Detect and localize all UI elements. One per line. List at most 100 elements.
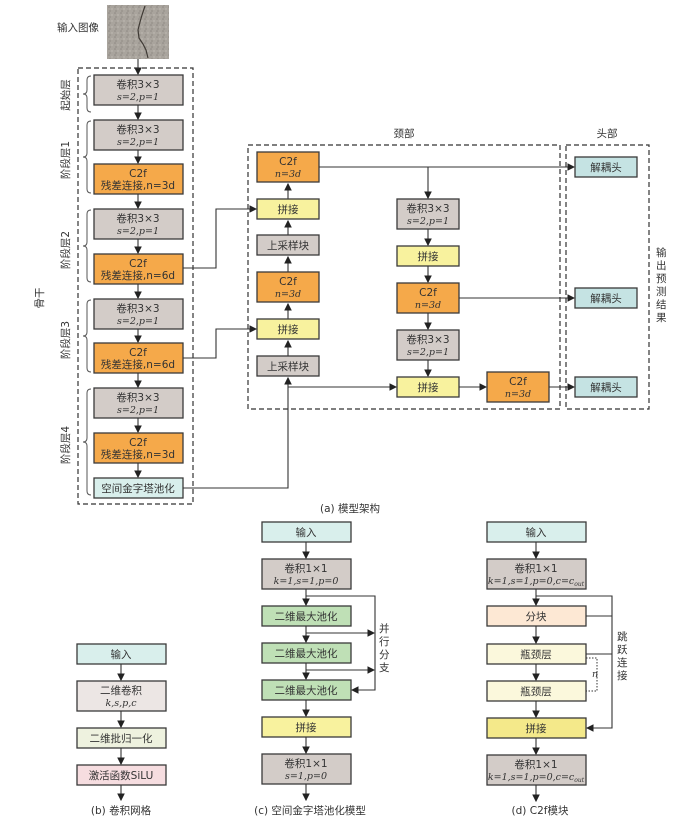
svg-text:解耦头: 解耦头 [590,161,622,174]
neck-concat-2: 拼接 [256,318,320,340]
svg-text:卷积1×1: 卷积1×1 [514,562,557,575]
svg-text:拼接: 拼接 [418,381,439,394]
sppf-maxpool-1: 二维最大池化 [261,605,352,627]
sppf-maxpool-3: 二维最大池化 [261,679,352,701]
svg-text:卷积1×1: 卷积1×1 [284,562,327,575]
sppf-maxpool-2: 二维最大池化 [261,642,352,664]
svg-text:瓶颈层: 瓶颈层 [520,648,552,661]
svg-text:拼接: 拼接 [418,250,439,263]
svg-text:s=2,p=1: s=2,p=1 [117,405,159,416]
backbone-block-c2f-3: C2f 残差连接,n=6d [93,342,184,374]
input-image-label: 输入图像 [57,21,99,34]
repeat-n-label: n [592,669,598,680]
svg-text:k,s,p,c: k,s,p,c [105,698,137,709]
svg-text:s=1,p=0: s=1,p=0 [285,771,327,782]
neck-concat-3: 拼接 [396,245,460,267]
svg-text:s=2,p=1: s=2,p=1 [117,137,159,148]
svg-text:n=3d: n=3d [415,300,441,311]
stage-label-2: 阶段层2 [59,231,72,269]
svg-text:C2f: C2f [509,376,527,388]
neck-c2f-mid: C2f n=3d [256,271,320,303]
svg-text:s=2,p=1: s=2,p=1 [117,316,159,327]
svg-text:拼接: 拼接 [278,323,299,336]
conv-batchnorm: 二维批归一化 [76,727,167,749]
backbone-block-sppf: 空间金字塔池化 [93,477,184,499]
svg-text:残差连接,n=6d: 残差连接,n=6d [101,269,175,282]
svg-text:拼接: 拼接 [526,722,547,735]
stage-label-1: 阶段层1 [59,141,72,179]
neck-concat-4: 拼接 [396,376,460,398]
backbone-title: 骨干 [34,288,46,309]
svg-text:C2f: C2f [419,287,437,299]
svg-text:拼接: 拼接 [296,721,317,734]
svg-text:残差连接,n=3d: 残差连接,n=3d [101,448,175,461]
neck-c2f-bottom: C2f n=3d [486,371,550,403]
svg-text:激活函数SiLU: 激活函数SiLU [89,769,154,782]
neck-container [247,144,561,410]
svg-text:分块: 分块 [526,611,547,623]
head-container [565,144,650,410]
caption-b: (b) 卷积网格 [91,804,152,817]
svg-text:二维最大池化: 二维最大池化 [275,684,338,697]
neck-c2f-right: C2f n=3d [396,282,460,314]
head-decoupled-3: 解耦头 [574,376,638,398]
sppf-conv1: 卷积1×1 k=1,s=1,p=0 [261,558,352,590]
svg-text:n=3d: n=3d [275,289,301,300]
svg-text:残差连接,n=3d: 残差连接,n=3d [101,179,175,192]
svg-text:s=2,p=1: s=2,p=1 [407,216,449,227]
svg-text:n=3d: n=3d [275,169,301,180]
svg-text:解耦头: 解耦头 [590,292,622,305]
svg-text:卷积1×1: 卷积1×1 [514,758,557,771]
sppf-concat: 拼接 [261,716,352,738]
backbone-block-c2f-1: C2f 残差连接,n=3d [93,163,184,195]
svg-text:拼接: 拼接 [278,203,299,216]
svg-text:二维卷积: 二维卷积 [100,684,142,697]
svg-text:解耦头: 解耦头 [590,381,622,394]
svg-text:k=1,s=1,p=0: k=1,s=1,p=0 [274,576,339,587]
neck-c2f-top: C2f n=3d [256,151,320,183]
svg-text:空间金字塔池化: 空间金字塔池化 [101,482,175,495]
svg-text:卷积1×1: 卷积1×1 [284,757,327,770]
svg-text:C2f: C2f [279,156,297,168]
c2f-split: 分块 [486,605,587,627]
neck-title: 颈部 [394,127,415,140]
c2f-conv1: 卷积1×1 k=1,s=1,p=0,c=cout [486,558,587,590]
svg-text:卷积3×3: 卷积3×3 [116,123,159,136]
svg-text:二维最大池化: 二维最大池化 [275,647,338,660]
parallel-branch-label: 并行分支 [379,622,390,674]
backbone-block-conv-3: 卷积3×3 s=2,p=1 [93,298,184,330]
head-decoupled-2: 解耦头 [574,287,638,309]
conv-silu: 激活函数SiLU [76,764,167,786]
svg-text:上采样块: 上采样块 [267,239,309,252]
caption-d: (d) C2f模块 [512,805,569,817]
svg-text:卷积3×3: 卷积3×3 [406,202,449,215]
svg-text:卷积3×3: 卷积3×3 [116,302,159,315]
svg-text:s=2,p=1: s=2,p=1 [117,226,159,237]
output-prediction-label: 输出预测结果 [656,246,667,324]
c2f-concat: 拼接 [486,717,587,739]
neck-concat-1: 拼接 [256,198,320,220]
c2f-bottleneck-2: 瓶颈层 [486,680,587,702]
neck-upsample-1: 上采样块 [256,234,320,256]
svg-text:C2f: C2f [129,437,147,449]
neck-conv-down-1: 卷积3×3 s=2,p=1 [396,198,460,230]
svg-text:二维最大池化: 二维最大池化 [275,610,338,623]
stage-braces [82,75,92,496]
backbone-block-conv-1: 卷积3×3 s=2,p=1 [93,119,184,151]
svg-text:输入: 输入 [526,526,547,539]
svg-text:C2f: C2f [129,168,147,180]
svg-text:C2f: C2f [279,276,297,288]
backbone-block-conv-4: 卷积3×3 s=2,p=1 [93,387,184,419]
c2f-input: 输入 [486,521,587,543]
stage-label-3: 阶段层3 [59,321,72,359]
svg-text:二维批归一化: 二维批归一化 [90,732,153,745]
head-decoupled-1: 解耦头 [574,156,638,178]
stage-label-stem: 起始层 [59,79,72,111]
neck-conv-down-2: 卷积3×3 s=2,p=1 [396,329,460,361]
input-image [107,5,169,59]
neck-upsample-2: 上采样块 [256,355,320,377]
conv-input: 输入 [76,643,167,665]
svg-text:卷积3×3: 卷积3×3 [406,333,449,346]
svg-text:n=3d: n=3d [505,389,531,400]
backbone-block-c2f-2: C2f 残差连接,n=6d [93,253,184,285]
